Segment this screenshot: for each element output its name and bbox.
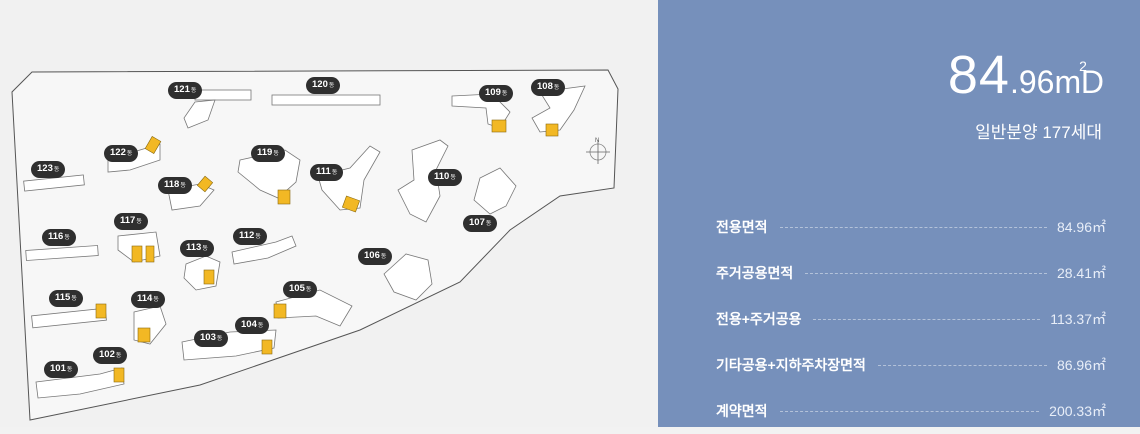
compass-north-label: N — [595, 138, 599, 144]
units-count: 일반분양 177세대 — [975, 123, 1102, 142]
unit-hl-105 — [273, 303, 287, 319]
site-boundary — [11, 69, 619, 421]
unit-hl-114 — [137, 327, 151, 343]
building-label-111[interactable]: 111동 — [310, 164, 344, 181]
building-label-113[interactable]: 113동 — [180, 240, 214, 257]
unit-hl-109 — [491, 119, 507, 133]
area-row-value: 113.37㎡ — [1050, 311, 1106, 327]
unit-hl-108 — [545, 123, 559, 137]
building-label-114[interactable]: 114동 — [131, 291, 165, 308]
dashed-divider — [877, 364, 1047, 366]
type-area-unit-sup: 2 — [1079, 58, 1087, 74]
dashed-divider — [805, 272, 1047, 274]
building-label-116[interactable]: 116동 — [42, 229, 76, 246]
unit-hl-119 — [277, 189, 291, 205]
unit-hl-118 — [196, 175, 214, 193]
area-row: 주거공용면적 28.41㎡ — [716, 250, 1106, 296]
unit-hl-102 — [113, 367, 125, 383]
area-row-label: 기타공용+지하주차장면적 — [716, 357, 866, 373]
area-row-label: 계약면적 — [716, 403, 768, 419]
building-label-119[interactable]: 119동 — [251, 145, 285, 162]
building-label-101[interactable]: 101동 — [44, 361, 79, 378]
type-area-unit: m — [1054, 64, 1082, 100]
area-row-value: 86.96㎡ — [1056, 357, 1106, 373]
area-row: 계약면적 200.33㎡ — [716, 388, 1106, 434]
unit-hl-111 — [341, 195, 361, 213]
area-row-value: 28.41㎡ — [1056, 265, 1106, 281]
unit-type-title: 84.96m2D — [948, 44, 1104, 106]
block-121b — [183, 99, 216, 129]
type-area-decimal: .96 — [1009, 64, 1055, 100]
area-row-label: 전용+주거공용 — [716, 311, 802, 327]
area-row: 전용면적 84.96㎡ — [716, 204, 1106, 250]
block-112 — [231, 235, 297, 265]
unit-hl-113 — [203, 269, 215, 285]
block-107 — [473, 167, 517, 215]
site-map-area: N 121동 120동 109동 108동 122동 119동 123동 111… — [11, 69, 619, 421]
area-table: 전용면적 84.96㎡ 주거공용면적 28.41㎡ 전용+주거공용 113.37… — [716, 204, 1106, 434]
block-123 — [23, 174, 85, 192]
area-row: 기타공용+지하주차장면적 86.96㎡ — [716, 342, 1106, 388]
type-area-main: 84 — [947, 45, 1010, 105]
compass-icon: N — [586, 138, 610, 164]
area-row-label: 주거공용면적 — [716, 265, 794, 281]
building-label-104[interactable]: 104동 — [235, 317, 270, 334]
dashed-divider — [779, 226, 1047, 228]
building-label-123[interactable]: 123동 — [31, 161, 66, 178]
unit-hl-117a — [131, 245, 143, 263]
block-116 — [25, 245, 99, 261]
building-label-120[interactable]: 120동 — [306, 77, 341, 94]
unit-hl-104 — [261, 339, 273, 355]
building-label-108[interactable]: 108동 — [531, 79, 566, 96]
unit-hl-115 — [95, 303, 107, 319]
building-label-118[interactable]: 118동 — [158, 177, 192, 194]
block-121a — [194, 89, 252, 101]
dashed-divider — [813, 318, 1041, 320]
building-label-102[interactable]: 102동 — [93, 347, 128, 364]
unit-info-panel: 84.96m2D 일반분양 177세대 전용면적 84.96㎡ 주거공용면적 2… — [658, 0, 1140, 427]
block-120 — [271, 94, 381, 106]
type-area-suffix: D — [1080, 64, 1104, 100]
area-row-label: 전용면적 — [716, 219, 768, 235]
area-row: 전용+주거공용 113.37㎡ — [716, 296, 1106, 342]
area-row-value: 84.96㎡ — [1056, 219, 1106, 235]
building-label-122[interactable]: 122동 — [104, 145, 139, 162]
area-row-value: 200.33㎡ — [1049, 403, 1106, 419]
building-label-106[interactable]: 106동 — [358, 248, 393, 265]
unit-hl-122 — [144, 136, 162, 154]
building-label-107[interactable]: 107동 — [463, 215, 498, 232]
building-label-109[interactable]: 109동 — [479, 85, 514, 102]
building-label-121[interactable]: 121동 — [168, 82, 203, 99]
building-label-117[interactable]: 117동 — [114, 213, 148, 230]
block-106 — [383, 253, 433, 301]
dashed-divider — [779, 410, 1040, 412]
building-label-110[interactable]: 110동 — [428, 169, 462, 186]
block-110 — [397, 139, 449, 223]
block-111 — [317, 145, 381, 211]
building-label-115[interactable]: 115동 — [49, 290, 83, 307]
building-label-103[interactable]: 103동 — [194, 330, 229, 347]
building-label-112[interactable]: 112동 — [233, 228, 267, 245]
block-101-102 — [35, 367, 125, 399]
unit-hl-117b — [145, 245, 155, 263]
building-label-105[interactable]: 105동 — [283, 281, 318, 298]
